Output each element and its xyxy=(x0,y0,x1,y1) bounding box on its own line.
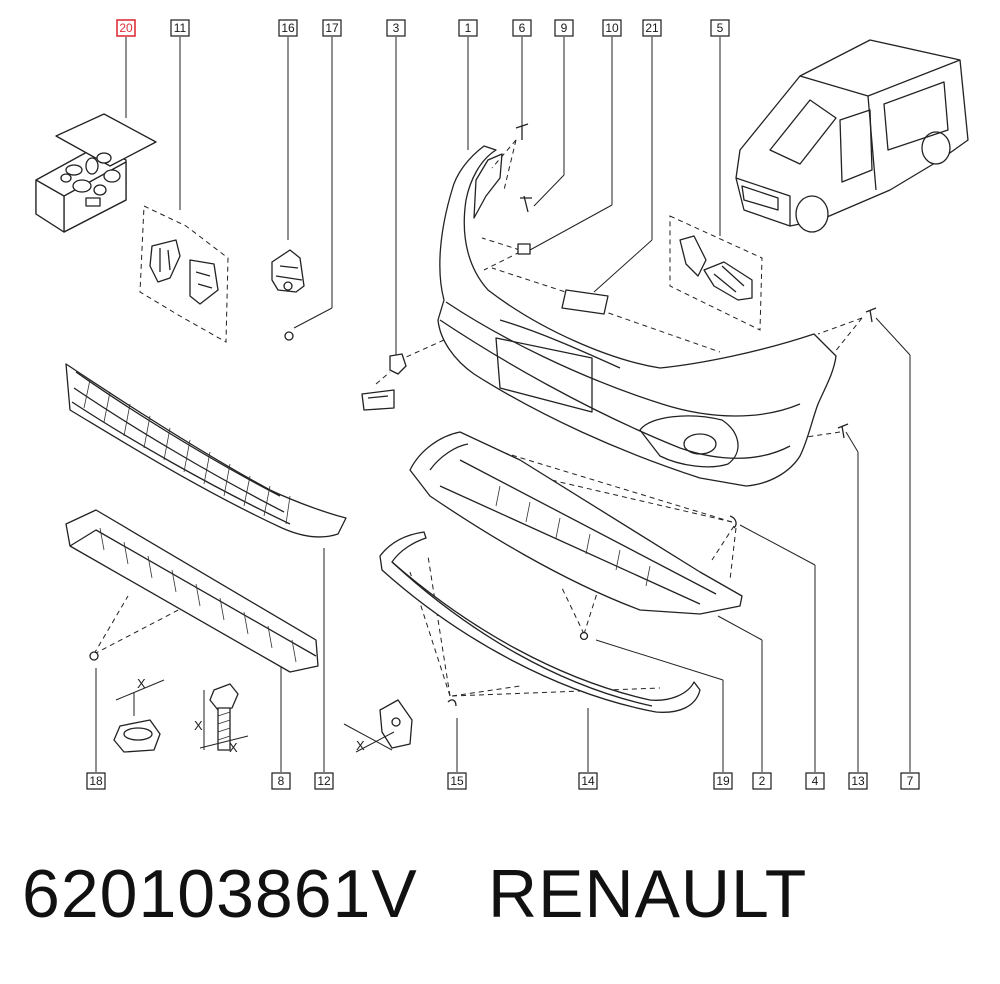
callout-17-label: 17 xyxy=(325,21,339,35)
callout-13[interactable]: 13 xyxy=(848,772,868,790)
fastener-details: X X X X xyxy=(113,676,413,755)
part-14-lower-spoiler xyxy=(379,531,701,713)
callout-6-label: 6 xyxy=(519,21,526,35)
callout-21[interactable]: 21 xyxy=(642,19,662,37)
leader-lines xyxy=(95,37,911,772)
callout-20[interactable]: 20 xyxy=(116,19,136,37)
part-3-tow-eye-cover xyxy=(361,353,407,411)
dimension-mark-1: X xyxy=(137,676,146,691)
callout-14[interactable]: 14 xyxy=(578,772,598,790)
part-20-clip-kit-box xyxy=(35,113,157,233)
callout-21-label: 21 xyxy=(645,21,659,35)
callout-19[interactable]: 19 xyxy=(713,772,733,790)
callout-11[interactable]: 11 xyxy=(170,19,190,37)
callout-15-label: 15 xyxy=(450,774,464,788)
callout-7[interactable]: 7 xyxy=(900,772,920,790)
brand-name: RENAULT xyxy=(488,856,808,932)
callout-10[interactable]: 10 xyxy=(602,19,622,37)
part-2-lower-undertray xyxy=(409,431,743,641)
callout-7-label: 7 xyxy=(907,774,914,788)
dimension-mark-2: X xyxy=(194,718,203,733)
callout-18-label: 18 xyxy=(89,774,103,788)
callout-5-label: 5 xyxy=(717,21,724,35)
bumper-fixings xyxy=(515,123,877,439)
part-1-front-bumper xyxy=(437,145,837,487)
part-11-bracket-set xyxy=(139,205,229,343)
dimension-mark-3: X xyxy=(229,740,238,755)
callout-15[interactable]: 15 xyxy=(447,772,467,790)
callout-16[interactable]: 16 xyxy=(278,19,298,37)
part-8-energy-absorber xyxy=(65,509,319,673)
callout-16-label: 16 xyxy=(281,21,295,35)
part-number: 620103861V xyxy=(22,856,418,932)
callout-2[interactable]: 2 xyxy=(752,772,772,790)
callout-14-label: 14 xyxy=(581,774,595,788)
callout-1[interactable]: 1 xyxy=(458,19,478,37)
callout-19-label: 19 xyxy=(716,774,730,788)
callout-3[interactable]: 3 xyxy=(386,19,406,37)
callout-4-label: 4 xyxy=(812,774,819,788)
callout-5[interactable]: 5 xyxy=(710,19,730,37)
callout-12-label: 12 xyxy=(317,774,331,788)
callout-1-label: 1 xyxy=(465,21,472,35)
dimension-mark-4: X xyxy=(356,738,365,753)
callout-12[interactable]: 12 xyxy=(314,772,334,790)
callout-4[interactable]: 4 xyxy=(805,772,825,790)
callout-3-label: 3 xyxy=(393,21,400,35)
vehicle-reference-van xyxy=(735,39,969,233)
callout-18[interactable]: 18 xyxy=(86,772,106,790)
callout-13-label: 13 xyxy=(851,774,865,788)
callout-6[interactable]: 6 xyxy=(512,19,532,37)
callout-20-label: 20 xyxy=(119,21,133,35)
callout-9-label: 9 xyxy=(561,21,568,35)
callout-2-label: 2 xyxy=(759,774,766,788)
callout-11-label: 11 xyxy=(174,21,187,35)
callout-17[interactable]: 17 xyxy=(322,19,342,37)
callout-8[interactable]: 8 xyxy=(271,772,291,790)
part-5-bumper-side-brackets xyxy=(669,215,763,331)
part-16-mounting-bracket xyxy=(271,249,305,341)
callout-8-label: 8 xyxy=(278,774,285,788)
part-12-lower-grille xyxy=(65,363,347,538)
callout-10-label: 10 xyxy=(605,21,619,35)
callout-9[interactable]: 9 xyxy=(554,19,574,37)
